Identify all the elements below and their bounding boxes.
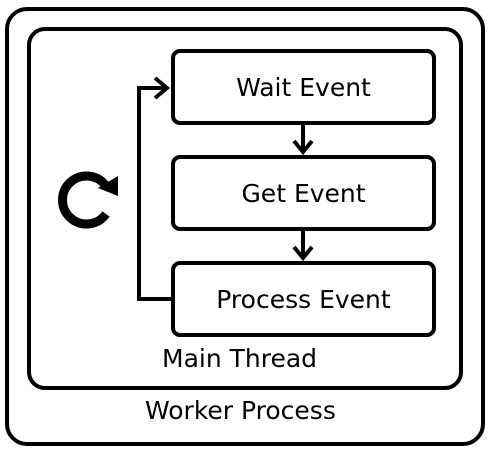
worker-process-label: Worker Process: [145, 396, 336, 425]
main-thread-label: Main Thread: [162, 344, 318, 373]
wait-event-label: Wait Event: [236, 72, 371, 102]
get-event-label: Get Event: [241, 178, 366, 208]
get-event-box: Get Event: [171, 155, 436, 231]
process-event-label: Process Event: [216, 284, 391, 314]
main-thread-box: [27, 27, 463, 390]
worker-process-box: [5, 7, 485, 446]
wait-event-box: Wait Event: [171, 49, 436, 125]
process-event-box: Process Event: [171, 261, 436, 337]
